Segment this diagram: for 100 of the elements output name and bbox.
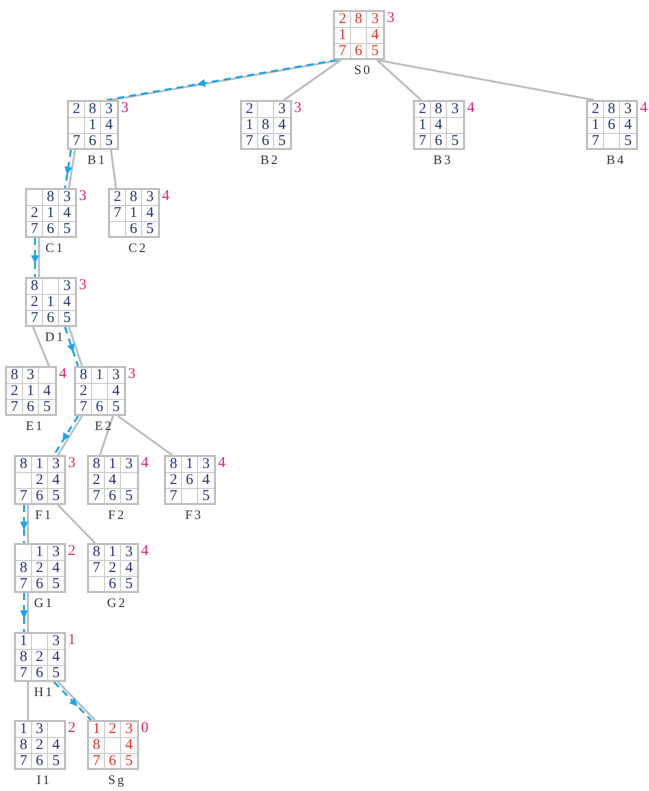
puzzle-state-grid	[240, 100, 292, 150]
tile-number: 2	[592, 102, 600, 117]
tile-number: 5	[202, 489, 210, 504]
puzzle-state-grid	[413, 100, 465, 150]
tile-number: 7	[92, 754, 100, 769]
tree-branch-line	[110, 150, 117, 188]
puzzle-state-grid	[87, 543, 139, 593]
tile-number: 1	[130, 206, 138, 221]
tile-number: 8	[130, 190, 138, 205]
tile-number: 4	[52, 473, 60, 488]
tile-number: 7	[72, 134, 80, 149]
heuristic-value: 3	[79, 278, 86, 293]
tile-number: 3	[624, 102, 632, 117]
tile-number: 3	[36, 722, 44, 737]
tile-number: 4	[63, 295, 71, 310]
puzzle-state-grid	[14, 455, 66, 505]
tile-number: 3	[63, 279, 71, 294]
tile-number: 6	[186, 473, 194, 488]
tile-number: 8	[262, 118, 270, 133]
tile-number: 5	[125, 577, 133, 592]
heuristic-value: 3	[121, 101, 128, 116]
tile-number: 8	[170, 457, 178, 472]
tile-number: 7	[338, 44, 346, 59]
tile-number: 3	[52, 545, 60, 560]
tile-number: 8	[92, 738, 100, 753]
tile-number: 6	[36, 754, 44, 769]
tile-number: 3	[125, 545, 133, 560]
puzzle-state-grid	[87, 720, 139, 770]
puzzle-state-grid	[586, 100, 638, 150]
node-label: F2	[108, 508, 126, 521]
node-label: D1	[45, 330, 65, 343]
tile-number: 3	[146, 190, 154, 205]
tile-number: 4	[371, 28, 379, 43]
heuristic-value: 3	[387, 11, 394, 26]
tree-branch-line	[68, 150, 76, 188]
tile-number: 4	[125, 561, 133, 576]
tile-number: 5	[63, 222, 71, 237]
tile-number: 5	[52, 754, 60, 769]
puzzle-state-grid	[25, 277, 77, 327]
puzzle-state-grid	[5, 366, 57, 416]
heuristic-value: 4	[467, 101, 474, 116]
tree-branch-line	[38, 238, 40, 277]
tile-number: 1	[418, 118, 426, 133]
tile-number: 6	[108, 754, 116, 769]
tree-branch-line	[27, 593, 29, 632]
tile-number: 8	[92, 457, 100, 472]
node-label: G1	[34, 596, 54, 609]
tile-number: 6	[108, 577, 116, 592]
heuristic-value: 4	[141, 544, 148, 559]
tile-number: 3	[63, 190, 71, 205]
tile-number: 3	[52, 457, 60, 472]
tile-number: 5	[52, 666, 60, 681]
tile-number: 1	[108, 457, 116, 472]
search-path-arrow	[53, 415, 79, 456]
tile-number: 1	[26, 384, 34, 399]
heuristic-value: 4	[59, 367, 66, 382]
puzzle-state-grid	[14, 632, 66, 682]
tile-number: 3	[52, 634, 60, 649]
tree-branch-line	[57, 415, 83, 456]
tile-number: 5	[52, 577, 60, 592]
tile-number: 4	[146, 206, 154, 221]
tile-number: 7	[246, 134, 254, 149]
tile-number: 5	[125, 754, 133, 769]
heuristic-value: 3	[79, 189, 86, 204]
tile-number: 8	[20, 457, 28, 472]
tile-number: 5	[52, 489, 60, 504]
tile-number: 7	[10, 400, 18, 415]
tile-number: 2	[80, 384, 88, 399]
tile-number: 5	[624, 134, 632, 149]
tile-number: 4	[105, 118, 113, 133]
tile-number: 6	[36, 577, 44, 592]
tile-number: 6	[434, 134, 442, 149]
tile-number: 5	[105, 134, 113, 149]
heuristic-value: 3	[68, 456, 76, 471]
node-label: C2	[128, 241, 148, 254]
tile-number: 1	[96, 368, 104, 383]
tile-number: 6	[608, 118, 616, 133]
tile-number: 7	[20, 489, 28, 504]
tile-number: 4	[278, 118, 286, 133]
node-label: E1	[26, 419, 44, 432]
tile-number: 6	[36, 666, 44, 681]
tile-number: 5	[43, 400, 51, 415]
tile-number: 2	[30, 295, 38, 310]
heuristic-value: 4	[141, 456, 148, 471]
tile-number: 8	[434, 102, 442, 117]
tile-number: 1	[108, 545, 116, 560]
tile-number: 1	[20, 634, 28, 649]
tile-number: 2	[246, 102, 254, 117]
tile-number: 1	[88, 118, 96, 133]
tile-number: 3	[451, 102, 459, 117]
tile-number: 7	[20, 754, 28, 769]
tree-branch-line	[68, 326, 83, 366]
puzzle-state-grid	[333, 10, 385, 60]
node-label: F1	[35, 508, 53, 521]
tile-number: 1	[20, 722, 28, 737]
search-path-arrow	[20, 505, 28, 543]
tile-number: 7	[30, 311, 38, 326]
tile-number: 8	[30, 279, 38, 294]
tile-number: 3	[278, 102, 286, 117]
tile-number: 7	[20, 666, 28, 681]
